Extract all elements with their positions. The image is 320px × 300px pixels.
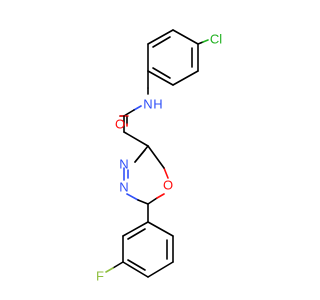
bond (123, 131, 149, 147)
bond (137, 199, 149, 205)
oxadiazole-ring (123, 145, 169, 205)
bond (122, 261, 149, 278)
bond (202, 39, 209, 43)
bond (156, 193, 165, 199)
structure-drawing: Cl N H O N N O F (96, 29, 222, 284)
ring-oxygen-label: O (163, 178, 173, 193)
bond (147, 261, 174, 278)
double-bond-inner (152, 67, 171, 79)
bond (123, 109, 135, 117)
bond (172, 29, 199, 45)
bond (112, 261, 124, 269)
bond (147, 145, 165, 169)
bond (197, 41, 204, 45)
bond (133, 105, 142, 111)
carbonyl-oxygen-label: O (115, 117, 125, 132)
bond (147, 221, 174, 237)
bond (126, 193, 139, 201)
amide-hydrogen-label: H (153, 97, 162, 112)
chlorine-atom-label: Cl (210, 32, 222, 47)
bond (147, 197, 158, 205)
double-bond-inner (127, 228, 146, 240)
bond (105, 267, 114, 273)
bond (122, 221, 149, 237)
chlorophenyl-ring (147, 29, 199, 86)
double-bond-inner (152, 36, 171, 48)
amide-nitrogen-label: N (143, 97, 152, 112)
bond (163, 167, 169, 179)
bond (147, 29, 174, 45)
bond (147, 70, 174, 86)
double-bond-inner (134, 149, 146, 163)
ring-nitrogen-1-label: N (119, 157, 128, 172)
fluorine-atom-label: F (96, 269, 104, 284)
molecule-diagram: Cl N H O N N O F (96, 29, 222, 284)
double-bond-inner (127, 259, 146, 271)
fluorophenyl-ring (122, 221, 174, 278)
bond (172, 70, 199, 86)
ring-nitrogen-2-label: N (119, 180, 128, 195)
